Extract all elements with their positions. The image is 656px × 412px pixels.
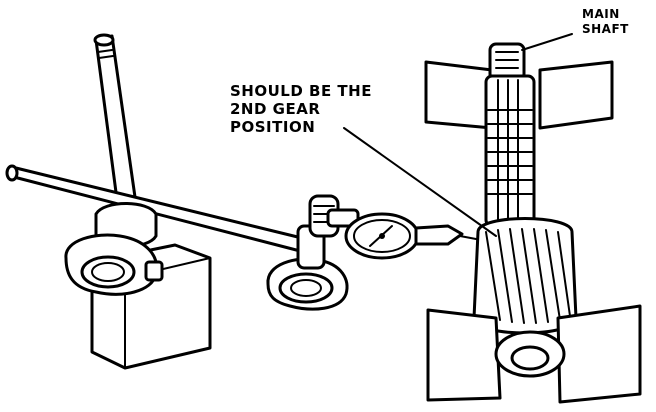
- gear-position-label-line2: 2ND GEAR: [230, 100, 320, 118]
- horizontal-rod: [5, 164, 312, 254]
- main-shaft: [484, 42, 536, 228]
- shaft-support-bottom: [426, 304, 642, 404]
- main-shaft-label-line2: SHAFT: [582, 22, 629, 36]
- main-shaft-leader-line: [521, 33, 573, 51]
- shaft-support-top: [424, 60, 614, 130]
- gear-position-label-line3: POSITION: [230, 118, 315, 136]
- gear-position-leader-line: [343, 127, 497, 237]
- dial-indicator: [326, 208, 493, 260]
- post-clamp: [64, 202, 164, 296]
- gear-position-label-line1: SHOULD BE THE: [230, 82, 372, 100]
- main-shaft-label-line1: MAIN: [582, 7, 620, 21]
